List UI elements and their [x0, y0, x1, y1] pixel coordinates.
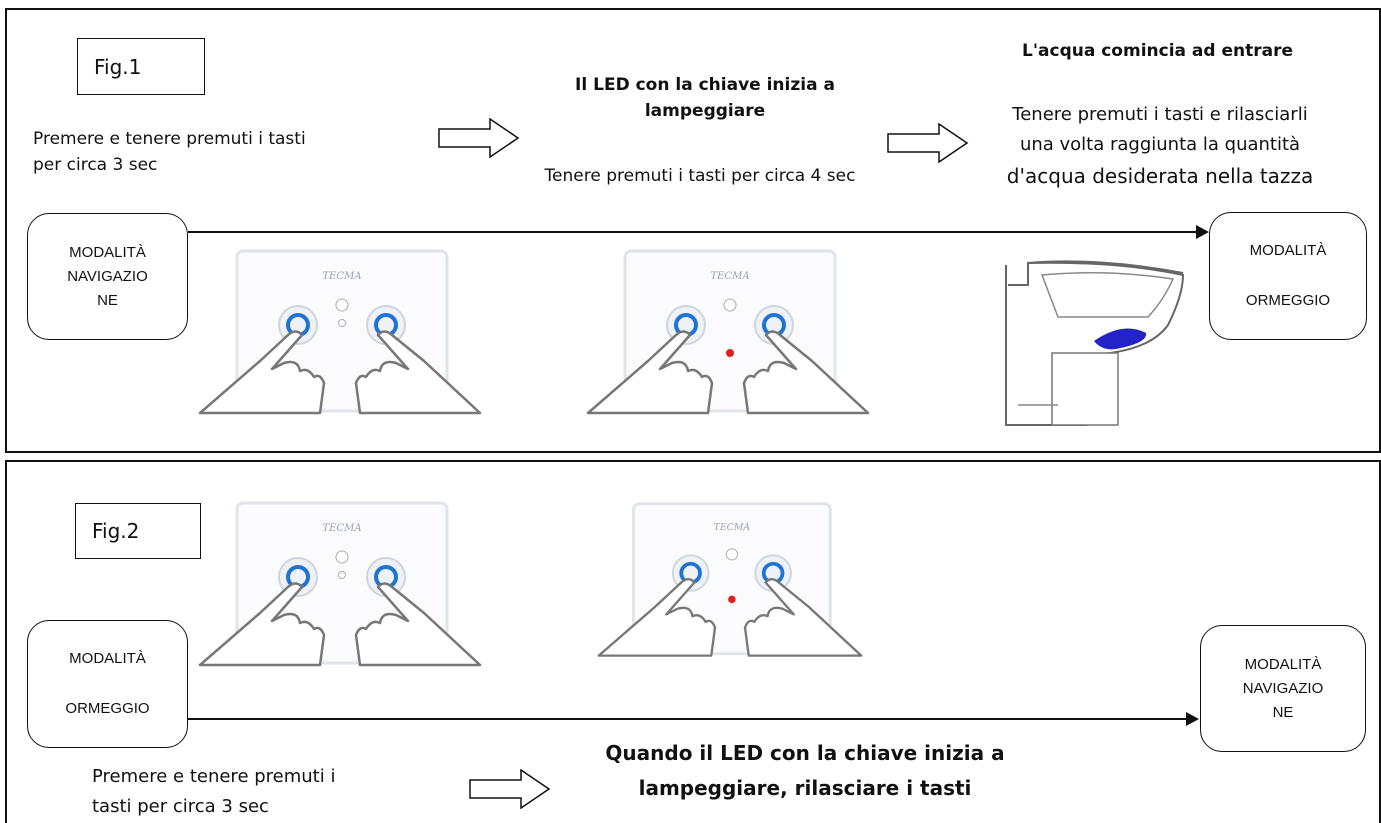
- fig2-step1-line1: Premere e tenere premuti i: [92, 766, 336, 787]
- fig2-label: Fig.2: [75, 503, 201, 559]
- fig1-label-text: Fig.1: [94, 54, 142, 79]
- fig1-control-panel-illustration-2: TECMA: [586, 249, 870, 415]
- fig2-panel2-brand: TECMA: [714, 522, 751, 533]
- fig2-step2-title: Quando il LED con la chiave inizia a lam…: [560, 736, 1050, 806]
- fig2-connector-arrow: [188, 712, 1199, 726]
- toilet-bowl-water-illustration: [1005, 260, 1185, 426]
- fig2-from-mode-line2: ORMEGGIO: [65, 700, 150, 717]
- fig1-connector-arrow: [188, 225, 1209, 239]
- fig1-step3-text: Tenere premuti i tasti e rilasciarli una…: [960, 100, 1360, 194]
- fig2-control-panel-illustration-2: TECMA: [597, 502, 863, 657]
- fig2-to-mode-line1: MODALITÀ: [1244, 655, 1322, 673]
- fig2-from-mode-line1: MODALITÀ: [69, 650, 146, 667]
- fig1-from-mode-line1: MODALITÀ: [69, 243, 146, 261]
- fig1-from-mode-box: MODALITÀ NAVIGAZIO NE: [27, 213, 188, 340]
- fig2-from-mode-box: MODALITÀ ORMEGGIO: [27, 620, 188, 748]
- fig2-step1-line2: tasti per circa 3 sec: [92, 795, 269, 817]
- fig1-step2-title-line2: lampeggiare: [644, 101, 766, 122]
- fig1-step3-line1: Tenere premuti i tasti e rilasciarli: [1012, 104, 1308, 125]
- fig1-to-mode-box: MODALITÀ ORMEGGIO: [1209, 212, 1367, 340]
- fig1-arrow-2-icon: [887, 123, 969, 163]
- fig1-step1-line1: Premere e tenere premuti i tasti: [33, 129, 306, 149]
- fig2-arrow-icon: [469, 769, 551, 809]
- fig1-step2-text: Tenere premuti i tasti per circa 4 sec: [544, 166, 856, 186]
- fig1-from-mode-line2: NAVIGAZIO: [67, 267, 148, 285]
- fig1-to-mode-line1: MODALITÀ: [1249, 242, 1327, 259]
- fig2-step2-title-line2: lampeggiare, rilasciare i tasti: [638, 776, 972, 800]
- fig1-panel1-brand: TECMA: [322, 271, 361, 282]
- fig1-step3-title: L'acqua comincia ad entrare: [1021, 41, 1294, 61]
- fig1-step2-title: Il LED con la chiave inizia a lampeggiar…: [520, 72, 890, 125]
- fig1-label: Fig.1: [77, 38, 205, 95]
- fig1-arrow-1-icon: [438, 118, 520, 158]
- fig1-step3-line3: d'acqua desiderata nella tazza: [1006, 164, 1314, 189]
- fig1-to-mode-line2: ORMEGGIO: [1245, 292, 1331, 309]
- fig2-control-panel-illustration-1: TECMA: [198, 501, 482, 667]
- fig1-step2-title-line1: Il LED con la chiave inizia a: [575, 75, 835, 95]
- fig2-panel1-brand: TECMA: [322, 523, 361, 534]
- fig1-led-red-icon: [726, 349, 734, 357]
- fig2-label-text: Fig.2: [92, 519, 140, 543]
- fig1-panel2-brand: TECMA: [710, 271, 749, 282]
- fig1-step1-line2: per circa 3 sec: [33, 155, 158, 176]
- fig2-step1-text: Premere e tenere premuti i tasti per cir…: [92, 762, 422, 821]
- fig2-to-mode-box: MODALITÀ NAVIGAZIO NE: [1200, 625, 1366, 752]
- fig2-to-mode-line3: NE: [1272, 703, 1294, 721]
- fig1-from-mode-line3: NE: [97, 291, 118, 309]
- fig1-step3-line2: una volta raggiunta la quantità: [1019, 134, 1301, 156]
- fig2-to-mode-line2: NAVIGAZIO: [1242, 679, 1324, 697]
- fig1-step1-text: Premere e tenere premuti i tasti per cir…: [33, 126, 413, 179]
- fig2-step2-title-line1: Quando il LED con la chiave inizia a: [605, 741, 1005, 765]
- fig1-control-panel-illustration-1: TECMA: [198, 249, 482, 415]
- fig2-led-red-icon: [728, 595, 736, 604]
